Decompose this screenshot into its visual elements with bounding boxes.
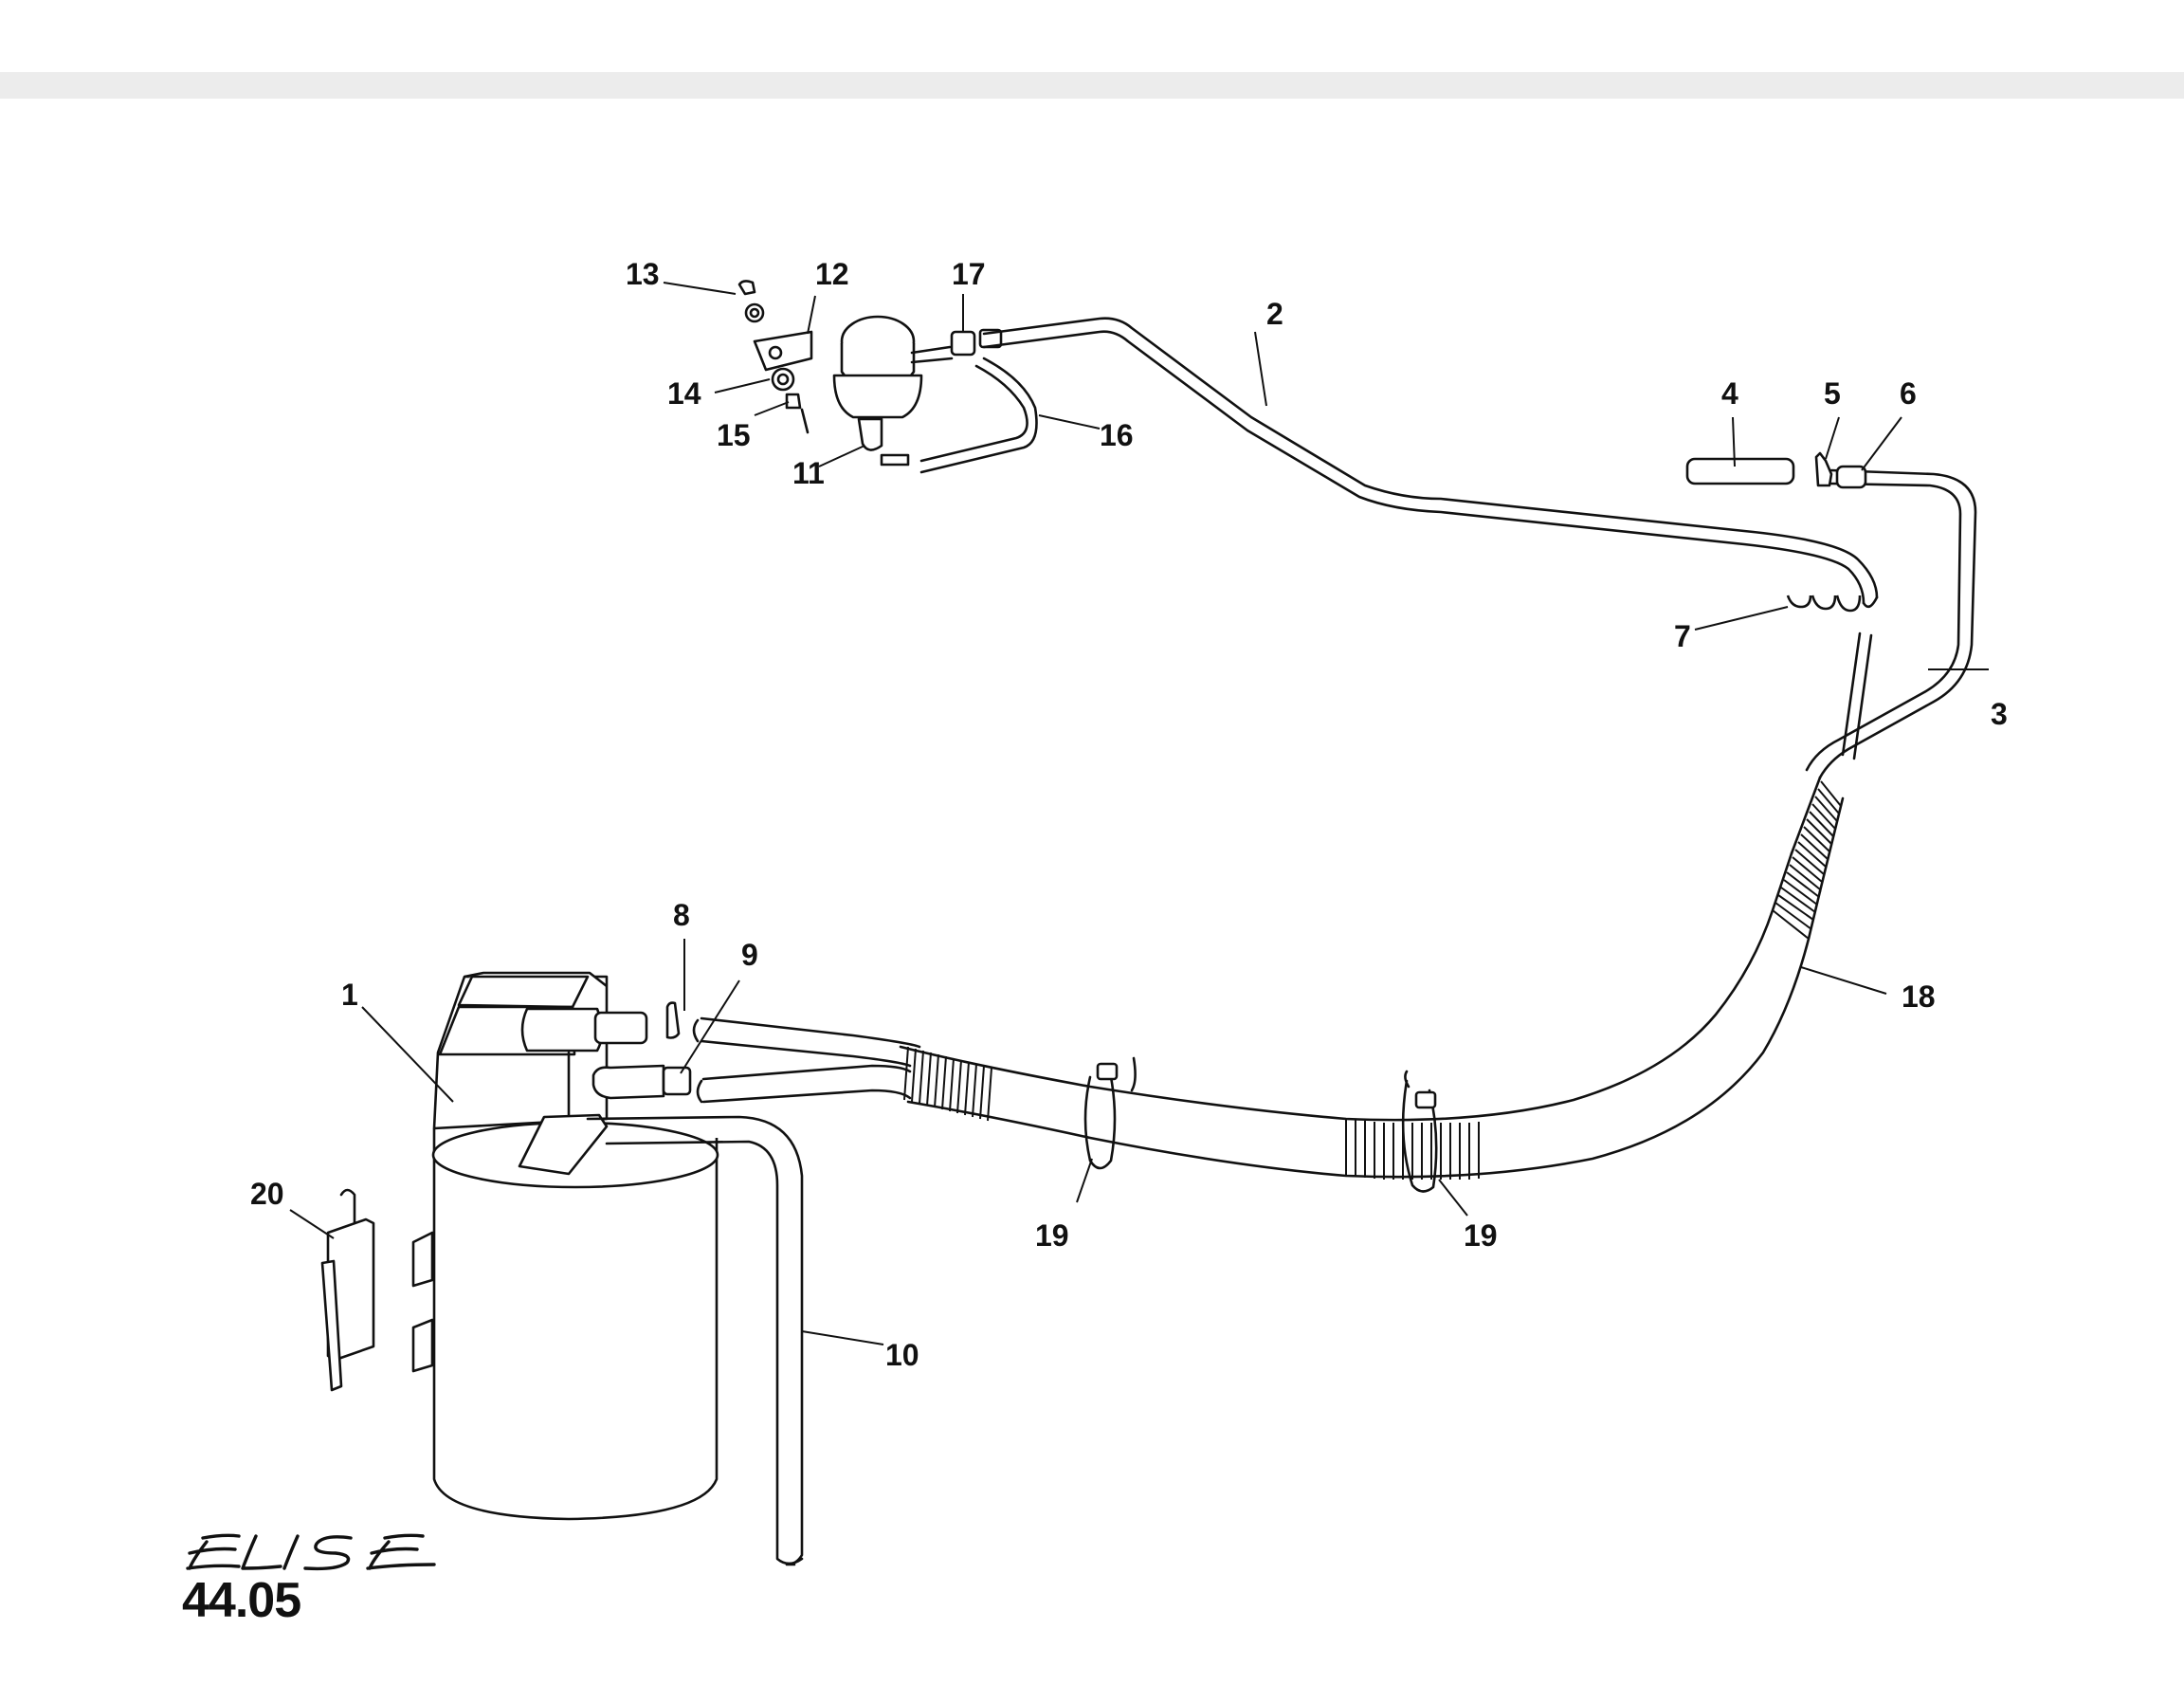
elise-logo [186,1533,436,1571]
breather-pipe-right [1805,468,1977,779]
fuel-filter-assembly [737,280,1038,474]
callout-19-left: 19 [1035,1218,1069,1253]
callout-12: 12 [815,257,849,291]
callout-20: 20 [250,1177,284,1211]
top-band [0,72,2184,99]
callout-17: 17 [952,257,986,291]
callout-18: 18 [1902,979,1936,1014]
connector-parts-group [1685,451,1867,613]
hose-clip-left [1083,1056,1137,1170]
hose-clip-right [1401,1070,1438,1193]
callout-14: 14 [667,376,701,411]
canister-bracket [320,1188,375,1392]
callout-11: 11 [792,456,825,490]
leader-lines [289,282,1989,1345]
callout-numbers: 1 2 3 4 5 6 7 8 9 10 11 12 13 14 15 16 1… [250,257,2008,1372]
callout-16: 16 [1100,418,1134,452]
callout-19-right: 19 [1464,1218,1498,1253]
callout-10: 10 [885,1338,919,1372]
main-filler-hose [899,776,1845,1180]
charcoal-canister [411,971,719,1521]
vent-pipe [586,1115,804,1566]
callout-3: 3 [1991,697,2008,731]
callout-8: 8 [673,898,690,932]
callout-15: 15 [717,418,751,452]
breather-pipe-upper [978,317,1879,609]
page-number: 44.05 [182,1573,301,1628]
callout-6: 6 [1900,376,1917,411]
callout-5: 5 [1824,376,1841,411]
callout-4: 4 [1721,376,1738,411]
callout-2: 2 [1266,297,1283,331]
callout-1: 1 [341,978,358,1012]
callout-7: 7 [1674,619,1691,653]
callout-9: 9 [741,938,758,972]
callout-13: 13 [626,257,660,291]
